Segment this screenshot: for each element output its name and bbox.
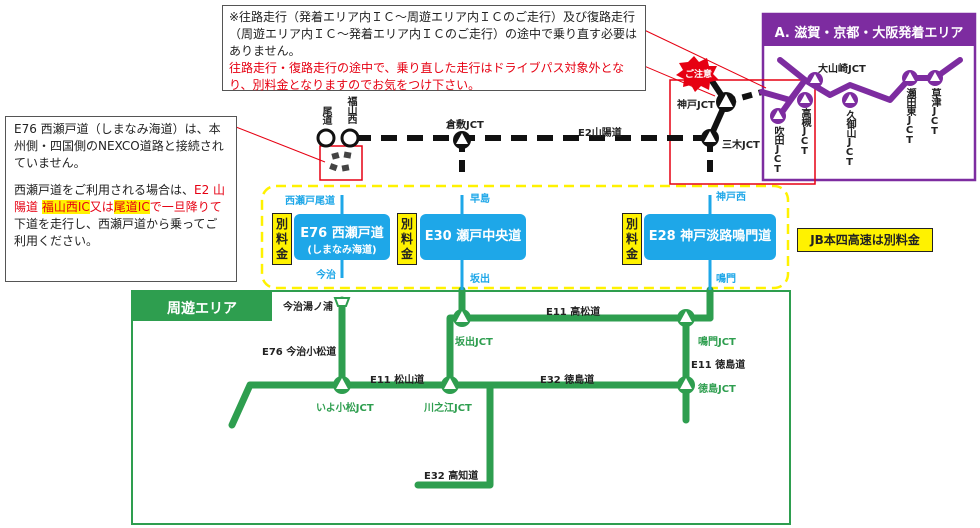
left-notice-text: E76 西瀬戸道（しまなみ海道）は、本州側・四国側のNEXCO道路と接続されてい… (14, 122, 224, 170)
top-notice-text: ※往路走行（発着エリア内ＩＣ～周遊エリア内ＩＣのご走行）及び復路走行（周遊エリア… (229, 10, 638, 58)
note-pointer-line (639, 27, 767, 89)
junction-icon-naruto (677, 309, 695, 327)
gap-symbol (329, 151, 352, 172)
junction-icon-suita (770, 108, 786, 124)
circuit-area-title-bg (132, 291, 272, 321)
label-takatsuki: 高槻JCT (799, 108, 810, 156)
label-suita: 吹田JCT (772, 126, 783, 174)
caution-label: ご注意 (685, 70, 713, 80)
junction-icon-miki (701, 129, 719, 147)
label-imabari-yunoura: 今治湯ノ浦 (283, 302, 333, 313)
label-kobe: 神戸JCT (677, 100, 715, 111)
fee-badge: 別料金 (397, 213, 417, 265)
junction-icon-kumiyama (842, 92, 858, 108)
label-kawanoe-jct: 川之江JCT (424, 403, 472, 414)
label-miki: 三木JCT (722, 140, 760, 151)
junction-icon-kurashiki (453, 131, 471, 149)
label-fukuyama-nishi: 福山西 (345, 96, 356, 123)
label-iyo-komatsu-jct: いよ小松JCT (316, 403, 374, 414)
fee-badge: 別料金 (622, 213, 642, 265)
top-notice-warning: 往路走行・復路走行の途中で、乗り直した走行はドライブパス対象外となり、別料金とな… (229, 61, 625, 92)
label-kurashiki: 倉敷JCT (446, 120, 484, 131)
junction-icon-iyo-komatsu (333, 376, 351, 394)
label-e32-kochi: E32 高知道 (424, 471, 479, 482)
label-naruto-jct: 鳴門JCT (698, 337, 736, 348)
caution-burst-icon (676, 56, 719, 92)
junction-icon-oyamazaki (807, 72, 823, 88)
junction-icon-seta-higashi (902, 70, 918, 86)
label-kumiyama: 久御山JCT (844, 110, 855, 167)
label-e76-imabari-komatsu: E76 今治小松道 (262, 347, 337, 358)
honshi-road-e30: E30 瀬戸中央道 (420, 214, 526, 260)
road-e11-takamatsu (446, 314, 714, 389)
label-oyamazaki: 大山崎JCT (818, 64, 866, 75)
left-notice: E76 西瀬戸道（しまなみ海道）は、本州側・四国側のNEXCO道路と接続されてい… (5, 116, 237, 282)
departure-area-title: A. 滋賀・京都・大阪発着エリア (774, 26, 964, 41)
label-naruto: 鳴門 (716, 274, 736, 285)
label-sakaide: 坂出 (470, 274, 490, 285)
road-e11-matsuyama (228, 381, 466, 429)
road-e32-kochi (414, 381, 494, 489)
junction-icon-sakaide (453, 309, 471, 327)
junction-icon-kobe (716, 92, 736, 112)
kobe-highlight-box (669, 79, 816, 185)
label-sanyo: E2山陽道 (578, 128, 622, 139)
honshi-fee-badge: JB本四高速は別料金 (797, 228, 933, 252)
label-e11-tokushima: E11 徳島道 (691, 360, 746, 371)
label-imabari: 今治 (316, 270, 336, 281)
label-sakaide-jct: 坂出JCT (455, 337, 493, 348)
honshi-road-e76: E76 西瀬戸道(しまなみ海道) (294, 214, 390, 260)
label-onomichi: 尾道 (320, 106, 331, 124)
departure-area-title-bg (763, 14, 975, 46)
junction-icon-kusatsu (927, 70, 943, 86)
fee-badge: 別料金 (272, 213, 292, 265)
label-kobe-awaji: 神戸西 (716, 192, 746, 203)
junction-icon-tokushima (677, 376, 695, 394)
note-pointer-line (235, 126, 326, 163)
junction-icon-fukuyama-nishi (340, 128, 360, 148)
circuit-area-title: 周遊エリア (167, 301, 237, 317)
label-e11-matsuyama: E11 松山道 (370, 375, 425, 386)
left-notice-instruction: 西瀬戸道をご利用される場合は、E2 山陽道 福山西IC又は尾道ICで一旦降りて下… (14, 183, 226, 248)
honshi-road-e28: E28 神戸淡路鳴門道 (644, 214, 776, 260)
label-nishiseto-onomichi: 西瀬戸尾道 (285, 196, 335, 207)
label-e32-tokushima: E32 徳島道 (540, 375, 595, 386)
label-tokushima-jct: 徳島JCT (698, 384, 736, 395)
honshi-area-frame (260, 184, 790, 290)
interchange-highlight-box (319, 145, 363, 181)
junction-icon-takatsuki (797, 92, 813, 108)
road-osaka-link (777, 57, 808, 118)
junction-icon-kawanoe (441, 376, 459, 394)
label-seta-higashi: 瀬田東JCT (904, 88, 915, 145)
junction-icons (316, 70, 943, 394)
interchange-icon-imabari-yunoura (333, 297, 351, 307)
label-kusatsu: 草津JCT (929, 88, 940, 136)
junction-icon-onomichi (316, 128, 336, 148)
label-e11-takamatsu: E11 高松道 (546, 307, 601, 318)
label-hayashima: 早島 (470, 194, 490, 205)
top-notice: ※往路走行（発着エリア内ＩＣ～周遊エリア内ＩＣのご走行）及び復路走行（周遊エリア… (222, 5, 646, 92)
